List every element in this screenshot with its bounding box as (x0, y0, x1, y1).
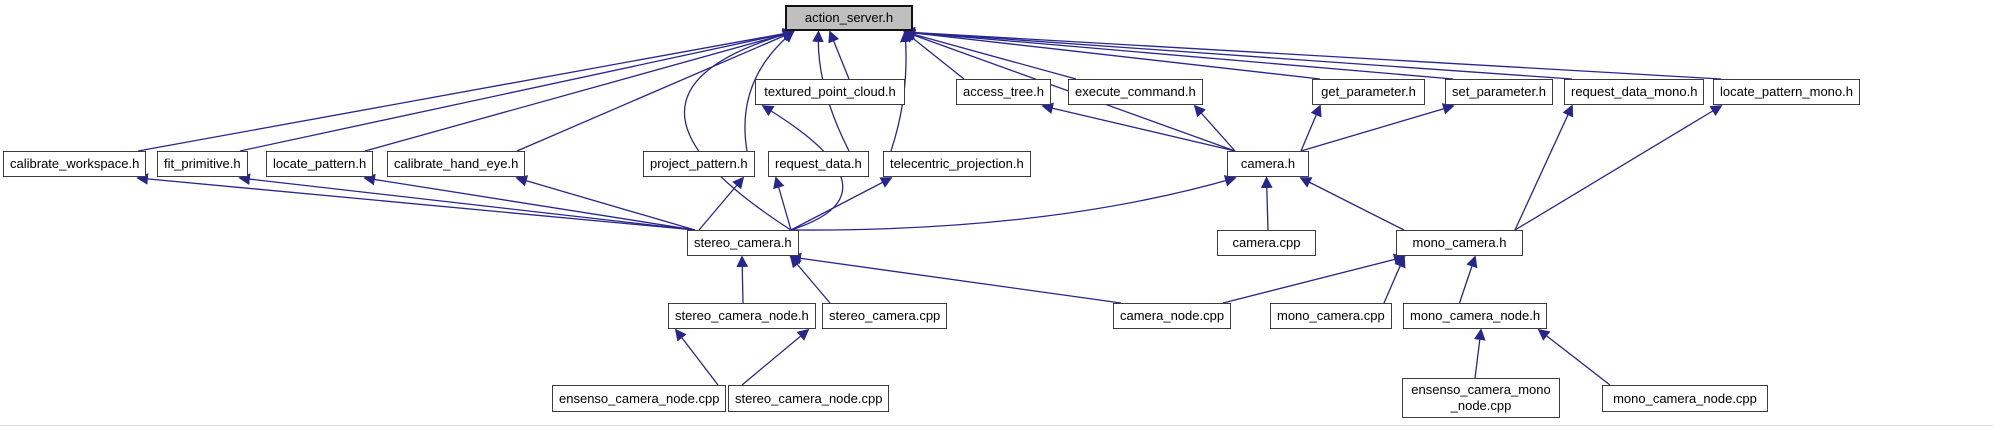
edge-locate_pattern_h-to-action_server_h (364, 29, 795, 152)
edge-stereo_camera_h-to-calibrate_workspace_h (136, 173, 696, 231)
edge-camera_h-to-access_tree_h (1041, 102, 1236, 152)
edge-mono_camera_node_h-to-mono_camera_h (1458, 255, 1478, 304)
edge-stereo_camera_h-to-fit_primitive_h (238, 173, 696, 231)
node-label: camera.h (1240, 156, 1296, 171)
edge-calibrate_workspace_h-to-action_server_h (137, 28, 795, 152)
node-label: fit_primitive.h (164, 156, 241, 171)
edge-stereo_camera_h-to-camera_h (790, 175, 1237, 231)
node-label: stereo_camera_node.cpp (735, 390, 883, 406)
node-label: project_pattern.h (650, 156, 748, 171)
node-stereo-camera-h[interactable]: stereo_camera.h (687, 230, 799, 256)
node-textured-point-cloud-h[interactable]: textured_point_cloud.h (755, 79, 905, 105)
edge-ensenso_camera_node_cpp-to-stereo_camera_node_h (674, 328, 719, 386)
edge-stereo_camera_h-to-telecentric_projection_h (790, 177, 893, 231)
node-label: ensenso_camera_node.cpp (559, 390, 720, 406)
node-locate-pattern-mono-h[interactable]: locate_pattern_mono.h (1713, 79, 1860, 105)
node-calibrate-hand-eye-h[interactable]: calibrate_hand_eye.h (387, 151, 526, 177)
node-label: locate_pattern.h (273, 156, 367, 171)
node-request-data-h[interactable]: request_data.h (768, 151, 869, 177)
node-label: locate_pattern_mono.h (1720, 84, 1853, 99)
node-label: request_data.h (775, 156, 862, 171)
node-label: action_server.h (804, 10, 894, 25)
node-fit-primitive-h[interactable]: fit_primitive.h (157, 151, 248, 177)
edge-camera_node_cpp-to-stereo_camera_h (789, 252, 1122, 304)
node-request-data-mono-h[interactable]: request_data_mono.h (1564, 79, 1705, 105)
edge-camera_cpp-to-camera_h (1260, 176, 1273, 231)
node-label: calibrate_hand_eye.h (394, 156, 519, 171)
edge-stereo_camera_h-to-locate_pattern_h (363, 173, 696, 231)
edge-stereo_camera_h-to-calibrate_hand_eye_h (515, 175, 696, 231)
edge-calibrate_hand_eye_h-to-action_server_h (516, 30, 795, 152)
edge-fit_primitive_h-to-action_server_h (239, 28, 795, 152)
edge-camera_h-to-execute_command_h (1193, 104, 1236, 152)
node-stereo-camera-node-h[interactable]: stereo_camera_node.h (668, 303, 816, 329)
node-camera-cpp[interactable]: camera.cpp (1217, 230, 1316, 256)
node-calibrate-workspace-h[interactable]: calibrate_workspace.h (3, 151, 147, 177)
node-mono-camera-cpp[interactable]: mono_camera.cpp (1270, 303, 1392, 329)
node-access-tree-h[interactable]: access_tree.h (956, 79, 1051, 105)
node-label: stereo_camera_node.h (675, 308, 809, 323)
node-stereo-camera-node-cpp[interactable]: stereo_camera_node.cpp (728, 385, 890, 412)
node-label: mono_camera_node.cpp (1613, 390, 1757, 406)
node-label: request_data_mono.h (1571, 84, 1698, 99)
edge-camera_node_cpp-to-mono_camera_h (1222, 253, 1406, 304)
edge-stereo_camera_h-to-action_server_h (683, 29, 795, 231)
node-label: stereo_camera.h (694, 235, 792, 250)
node-label: get_parameter.h (1321, 84, 1416, 99)
node-mono-camera-h[interactable]: mono_camera.h (1396, 230, 1523, 256)
edge-camera_h-to-set_parameter_h (1300, 103, 1455, 152)
node-label: stereo_camera.cpp (829, 308, 941, 323)
node-label: camera_node.cpp (1120, 308, 1225, 323)
edge-set_parameter_h-to-action_server_h (903, 27, 1454, 80)
node-get-parameter-h[interactable]: get_parameter.h (1312, 79, 1425, 105)
edge-mono_camera_h-to-camera_h (1299, 177, 1405, 231)
edge-request_data_mono_h-to-action_server_h (903, 26, 1573, 80)
node-telecentric-projection-h[interactable]: telecentric_projection.h (883, 151, 1031, 177)
node-mono-camera-node-cpp[interactable]: mono_camera_node.cpp (1602, 385, 1768, 412)
node-label: execute_command.h (1075, 84, 1196, 99)
node-camera-node-cpp[interactable]: camera_node.cpp (1113, 303, 1232, 329)
edge-stereo_camera_node_h-to-stereo_camera_h (736, 255, 749, 304)
edge-mono_camera_h-to-locate_pattern_mono_h (1514, 105, 1723, 231)
node-label: calibrate_workspace.h (10, 156, 140, 171)
edge-mono_camera_h-to-request_data_mono_h (1514, 104, 1574, 231)
edge-ensenso_camera_mono_node_cpp-to-mono_camera_node_h (1473, 328, 1486, 379)
edge-stereo_camera_cpp-to-stereo_camera_h (789, 255, 831, 304)
edge-stereo_camera_h-to-textured_point_cloud_h (761, 105, 844, 231)
node-ensenso-camera-mono-node-cpp[interactable]: ensenso_camera_mono_node.cpp (1402, 378, 1560, 418)
edge-camera_h-to-get_parameter_h (1300, 104, 1322, 152)
node-ensenso-camera-node-cpp[interactable]: ensenso_camera_node.cpp (552, 385, 727, 412)
edge-locate_pattern_mono_h-to-action_server_h (903, 26, 1722, 80)
edge-mono_camera_node_cpp-to-mono_camera_node_h (1537, 328, 1611, 386)
node-label: mono_camera.h (1412, 235, 1507, 250)
edge-project_pattern_h-to-action_server_h (744, 30, 795, 152)
node-mono-camera-node-h[interactable]: mono_camera_node.h (1403, 303, 1548, 329)
edge-execute_command_h-to-action_server_h (903, 28, 1077, 80)
node-project-pattern-h[interactable]: project_pattern.h (643, 151, 755, 177)
edge-stereo_camera_h-to-request_data_h (773, 176, 792, 231)
node-execute-command-h[interactable]: execute_command.h (1068, 79, 1203, 105)
node-locate-pattern-h[interactable]: locate_pattern.h (266, 151, 374, 177)
edge-mono_camera_cpp-to-mono_camera_h (1383, 255, 1406, 304)
node-label: textured_point_cloud.h (764, 84, 896, 99)
node-camera-h[interactable]: camera.h (1227, 151, 1309, 177)
node-stereo-camera-cpp[interactable]: stereo_camera.cpp (822, 303, 948, 329)
node-label: mono_camera.cpp (1277, 308, 1385, 323)
node-set-parameter-h[interactable]: set_parameter.h (1445, 79, 1553, 105)
edge-get_parameter_h-to-action_server_h (903, 27, 1321, 80)
edge-stereo_camera_h-to-project_pattern_h (698, 176, 745, 231)
node-label: telecentric_projection.h (890, 156, 1024, 171)
node-label: camera.cpp (1232, 235, 1301, 250)
node-label: set_parameter.h (1452, 84, 1546, 99)
node-label: _node.cpp (1450, 398, 1512, 413)
node-action-server-h[interactable]: action_server.h (785, 5, 913, 31)
edge-stereo_camera_node_cpp-to-stereo_camera_node_h (741, 328, 810, 386)
edge-textured_point_cloud_h-to-action_server_h (828, 30, 850, 80)
node-label: ensenso_camera_mono (1411, 382, 1551, 397)
node-label: mono_camera_node.h (1410, 308, 1541, 323)
edge-access_tree_h-to-action_server_h (903, 30, 965, 80)
node-label: access_tree.h (963, 84, 1044, 99)
